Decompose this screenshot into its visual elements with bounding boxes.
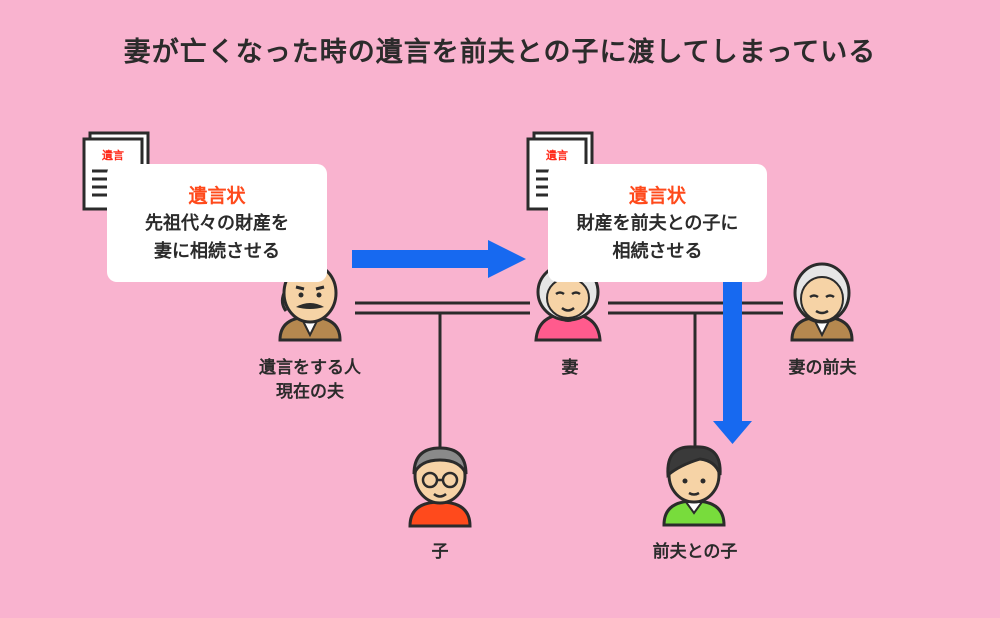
will-text-line: 財産を前夫との子に xyxy=(576,213,739,234)
doc-label: 遺言 xyxy=(545,148,568,162)
doc-label: 遺言 xyxy=(101,148,124,162)
page-title: 妻が亡くなった時の遺言を前夫との子に渡してしまっている xyxy=(123,37,877,68)
old-man-icon xyxy=(790,262,854,342)
label-line: 前夫との子 xyxy=(652,542,738,562)
will-heading: 遺言状 xyxy=(188,185,246,207)
marriage-line-right xyxy=(608,301,783,315)
arrow-down-icon xyxy=(713,275,752,444)
label-line: 現在の夫 xyxy=(276,382,344,402)
young-man-icon xyxy=(662,445,726,527)
label-current-husband: 遺言をする人 現在の夫 xyxy=(240,356,380,404)
label-wife: 妻 xyxy=(530,356,610,380)
marriage-line-left xyxy=(355,301,530,315)
label-former-child: 前夫との子 xyxy=(640,540,750,564)
arrow-right-icon xyxy=(352,240,526,278)
will-card-right: 遺言状 財産を前夫との子に 相続させる xyxy=(548,164,767,282)
will-text-line: 妻に相続させる xyxy=(154,241,280,262)
will-text-line: 先祖代々の財産を xyxy=(145,213,289,234)
will-heading: 遺言状 xyxy=(628,185,686,207)
label-child: 子 xyxy=(410,540,470,564)
man-glasses-icon xyxy=(408,446,472,528)
label-line: 妻 xyxy=(561,358,579,378)
label-line: 子 xyxy=(431,542,449,562)
will-card-left: 遺言状 先祖代々の財産を 妻に相続させる xyxy=(107,164,327,282)
label-line: 遺言をする人 xyxy=(259,358,361,378)
label-former-husband: 妻の前夫 xyxy=(770,356,875,380)
will-text-line: 相続させる xyxy=(612,241,703,262)
label-line: 妻の前夫 xyxy=(788,358,857,378)
